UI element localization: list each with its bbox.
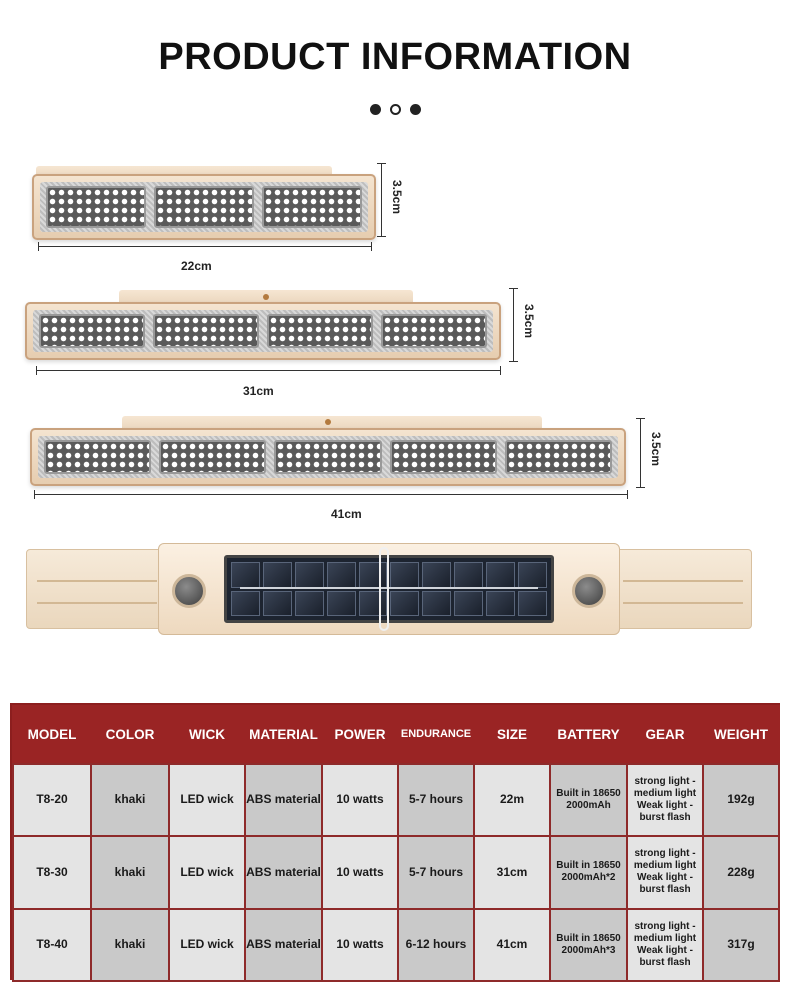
cell-power: 10 watts	[321, 762, 399, 837]
height-label: 3.5cm	[390, 180, 404, 215]
table-header-row: MODEL COLOR WICK MATERIAL POWER ENDURANC…	[12, 705, 780, 764]
lamp-22cm-image	[32, 166, 378, 242]
cell-wick: LED wick	[168, 907, 246, 982]
height-dimension-line	[377, 163, 386, 237]
cell-color: khaki	[90, 762, 170, 837]
cell-material: ABS material	[244, 762, 323, 837]
power-button-icon	[572, 574, 606, 608]
header-gear: GEAR	[626, 705, 704, 764]
cell-battery: Built in 18650 2000mAh*3	[549, 907, 628, 982]
cell-gear: strong light - medium light Weak light -…	[626, 762, 704, 837]
header-endurance: ENDURANCE	[397, 705, 475, 764]
cell-weight: 228g	[702, 834, 780, 910]
header-size: SIZE	[473, 705, 551, 764]
lamp-31cm-image	[25, 290, 503, 362]
cell-model: T8-30	[12, 834, 92, 910]
cell-power: 10 watts	[321, 907, 399, 982]
spec-table: MODEL COLOR WICK MATERIAL POWER ENDURANC…	[10, 703, 780, 982]
cell-gear: strong light - medium light Weak light -…	[626, 907, 704, 982]
width-dimension-line	[38, 242, 372, 251]
solar-panel-back-view-image	[26, 543, 752, 635]
cell-size: 22m	[473, 762, 551, 837]
cell-gear: strong light - medium light Weak light -…	[626, 834, 704, 910]
dot-icon	[410, 104, 421, 115]
cell-color: khaki	[90, 834, 170, 910]
height-label: 3.5cm	[649, 432, 663, 467]
cell-battery: Built in 18650 2000mAh	[549, 762, 628, 837]
header-wick: WICK	[168, 705, 246, 764]
cell-weight: 192g	[702, 762, 780, 837]
cell-weight: 317g	[702, 907, 780, 982]
cell-battery: Built in 18650 2000mAh*2	[549, 834, 628, 910]
cell-endurance: 5-7 hours	[397, 762, 475, 837]
width-label: 41cm	[331, 507, 362, 521]
dot-outline-icon	[390, 104, 401, 115]
cell-model: T8-20	[12, 762, 92, 837]
hanging-rope-icon	[379, 547, 389, 631]
cell-endurance: 6-12 hours	[397, 907, 475, 982]
cell-size: 41cm	[473, 907, 551, 982]
cell-material: ABS material	[244, 834, 323, 910]
width-dimension-line	[34, 490, 628, 499]
height-dimension-line	[636, 418, 645, 488]
table-row: T8-30 khaki LED wick ABS material 10 wat…	[12, 834, 780, 910]
header-weight: WEIGHT	[702, 705, 780, 764]
power-button-icon	[172, 574, 206, 608]
cell-power: 10 watts	[321, 834, 399, 910]
width-label: 22cm	[181, 259, 212, 273]
header-model: MODEL	[12, 705, 92, 764]
page-title: PRODUCT INFORMATION	[158, 36, 632, 78]
cell-wick: LED wick	[168, 762, 246, 837]
height-label: 3.5cm	[522, 304, 536, 339]
pagination-dots	[370, 104, 422, 116]
cell-endurance: 5-7 hours	[397, 834, 475, 910]
lamp-41cm-image	[30, 416, 628, 488]
height-dimension-line	[509, 288, 518, 362]
cell-wick: LED wick	[168, 834, 246, 910]
header-material: MATERIAL	[244, 705, 323, 764]
header-color: COLOR	[90, 705, 170, 764]
cell-size: 31cm	[473, 834, 551, 910]
width-dimension-line	[36, 366, 501, 375]
table-row: T8-40 khaki LED wick ABS material 10 wat…	[12, 907, 780, 982]
dot-icon	[370, 104, 381, 115]
cell-material: ABS material	[244, 907, 323, 982]
cell-color: khaki	[90, 907, 170, 982]
cell-model: T8-40	[12, 907, 92, 982]
header-battery: BATTERY	[549, 705, 628, 764]
width-label: 31cm	[243, 384, 274, 398]
table-row: T8-20 khaki LED wick ABS material 10 wat…	[12, 762, 780, 837]
header-power: POWER	[321, 705, 399, 764]
